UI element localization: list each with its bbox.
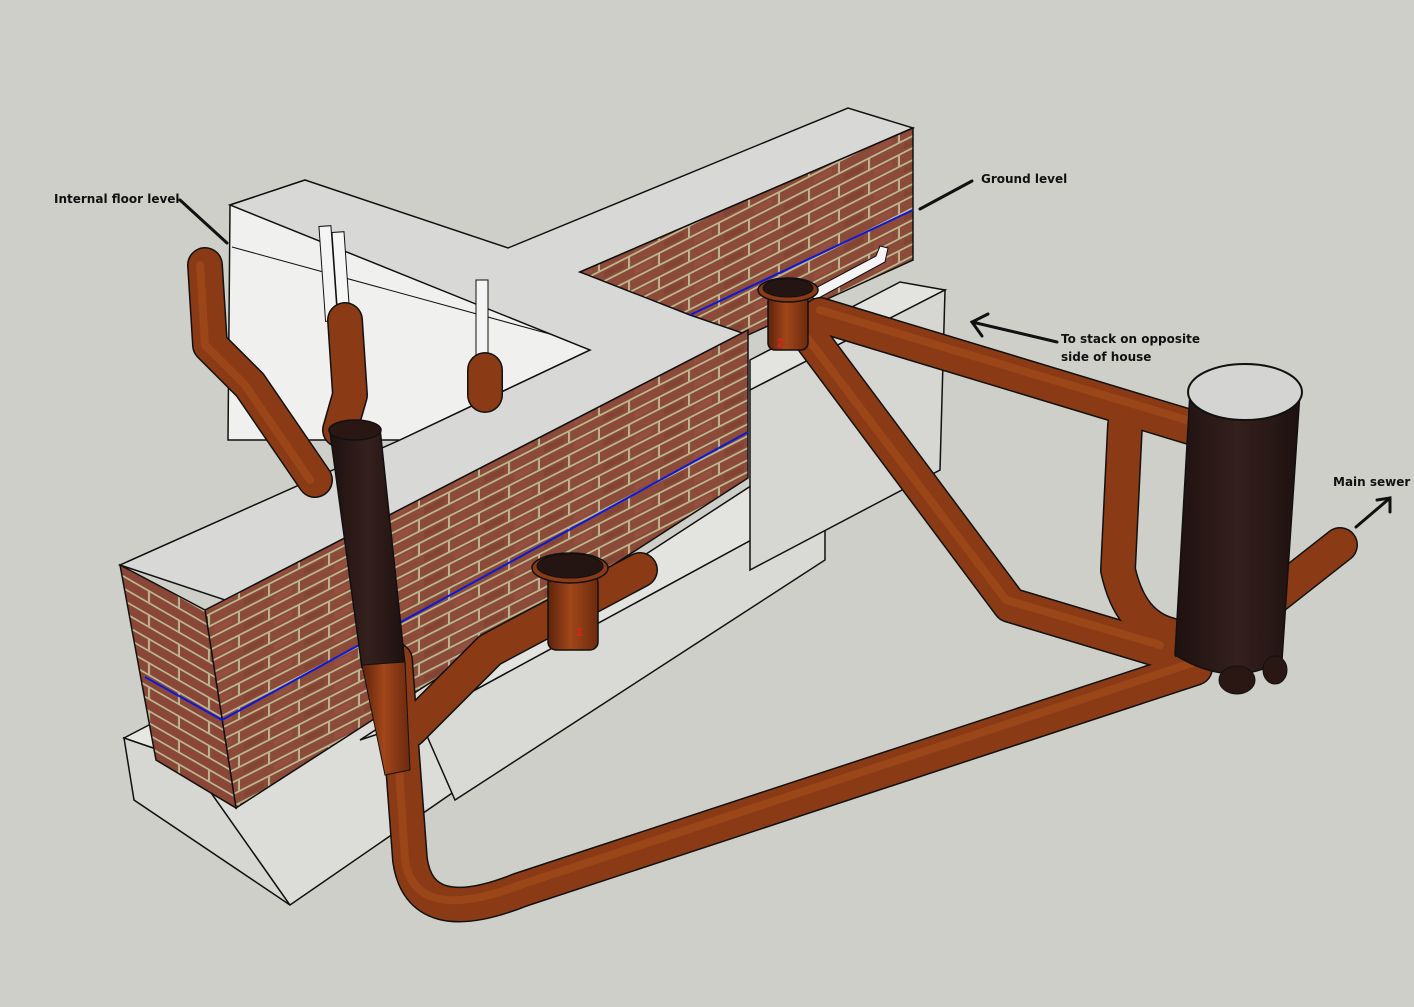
- drain-pipes: [187, 247, 1358, 923]
- ground-level-line: [144, 431, 749, 722]
- brick-wall-side: [118, 563, 237, 810]
- gully-2-marker: 2: [777, 336, 784, 350]
- annotation-lines: [178, 179, 1392, 529]
- vent-stack: [328, 419, 411, 776]
- stack-arrow: [970, 320, 1059, 344]
- sewer-arrow-head: [1375, 496, 1392, 514]
- stack-arrow-head: [969, 312, 990, 338]
- sewer-arrow: [1354, 496, 1392, 529]
- gully-1: [531, 552, 609, 651]
- gully-2: [757, 277, 819, 351]
- ground-level-label: Ground level: [981, 172, 1068, 186]
- stack-label-line1: To stack on opposite: [1061, 332, 1201, 346]
- main-sewer-label: Main sewer: [1333, 475, 1411, 489]
- internal-floor-level-label: Internal floor level: [54, 192, 180, 206]
- manhole-chamber: [1174, 363, 1303, 695]
- internal-floor-leader: [178, 198, 229, 245]
- gully-1-marker: 1: [576, 625, 583, 639]
- stack-label-line2: side of house: [1061, 350, 1152, 364]
- ground-level-line-back: [689, 209, 914, 316]
- foundation-mid-front: [419, 498, 826, 802]
- ground-level-leader: [918, 179, 974, 211]
